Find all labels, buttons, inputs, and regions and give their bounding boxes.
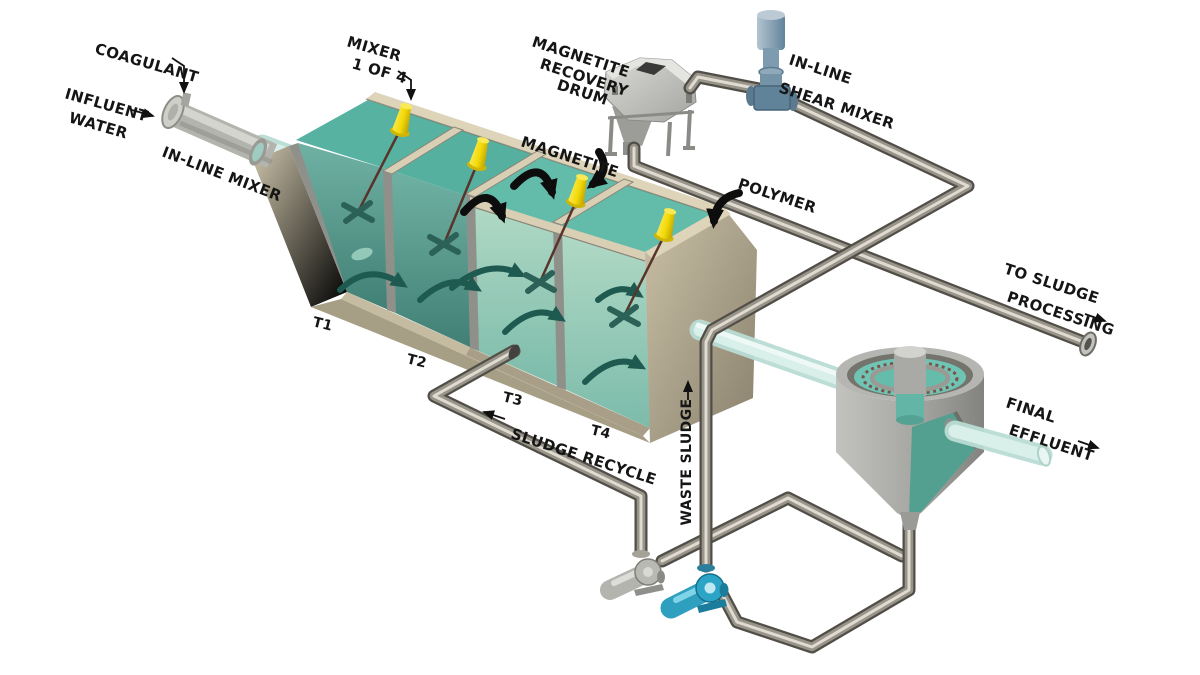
sludge-processing-pipe <box>634 148 1097 357</box>
drum-opening <box>636 62 666 75</box>
tank-floor-shadow <box>466 348 650 436</box>
coagulant-injection-port <box>180 92 192 107</box>
recycle-pump <box>600 550 665 600</box>
baffle-porthole <box>351 247 373 261</box>
drum-top-facet <box>606 58 694 84</box>
tank-mixers <box>341 103 677 328</box>
shear-mixer-label-1: IN-LINE <box>787 51 854 88</box>
pipe-end-flange <box>1079 331 1097 357</box>
tank-label-t4: T4 <box>589 422 612 442</box>
water-face-t1 <box>298 143 391 311</box>
tank-left-cut-face <box>253 146 347 307</box>
clarifier-center-column <box>894 346 926 425</box>
water-face-t2 <box>387 169 474 349</box>
circulation-arrows <box>337 262 647 385</box>
sludge-recycle-pipe <box>434 343 641 551</box>
magnetite-arrow <box>586 148 608 189</box>
cell-transfer-arrows <box>460 168 558 224</box>
tank-label-t2: T2 <box>405 351 428 371</box>
polymer-arrow <box>706 189 743 229</box>
water-surface-t2 <box>387 129 541 197</box>
tank-front-rim <box>470 197 645 261</box>
chemical-arrows <box>586 148 743 229</box>
waste-sludge-label: WASTE SLUDGE <box>679 398 695 525</box>
clarifier <box>836 346 984 530</box>
wall-face-t3 <box>470 197 560 387</box>
inline-mixer <box>161 92 278 168</box>
waste-sludge-pump <box>660 564 729 619</box>
wall-face-t4 <box>557 225 650 428</box>
tank-label-t3: T3 <box>501 389 524 409</box>
tank-label-t1: T1 <box>311 314 334 334</box>
mixer-motors <box>389 103 677 242</box>
mixer-shaft-impellers <box>341 132 664 328</box>
clarifier-cone-spout <box>900 512 920 530</box>
inline-shear-mixer <box>746 10 798 111</box>
final-effluent-pipe <box>944 418 1053 467</box>
flocculation-tank <box>253 92 757 443</box>
pump-suction-piping <box>662 498 909 647</box>
effluent-transfer-pipe <box>689 319 862 394</box>
